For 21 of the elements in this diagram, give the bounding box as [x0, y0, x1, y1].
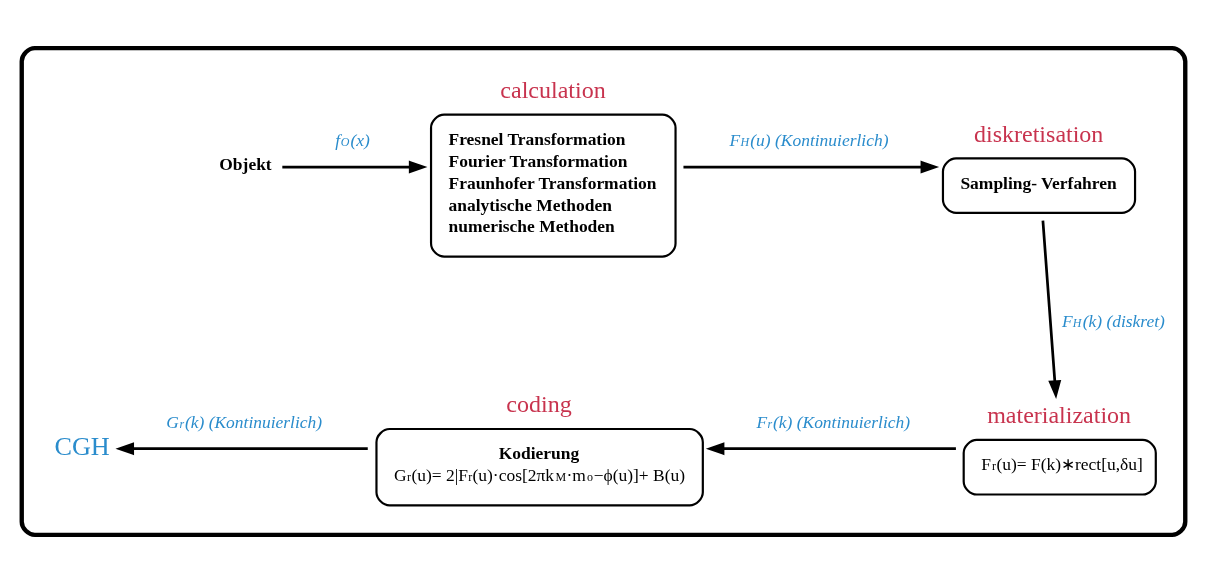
arrow [683, 160, 940, 174]
node-box: Sampling- Verfahren [941, 157, 1137, 214]
cluster [19, 45, 1188, 538]
node-text: Objekt [219, 154, 272, 175]
node-box: Fresnel Transformation Fourier Transformation Fraunhofer Transformation analytische Methoden numerische Methoden [429, 113, 677, 258]
arrow [705, 442, 956, 456]
edge-label: Fr(k) (Kontinuierlich) [756, 411, 911, 432]
node-box: Fr(u)= F(k)∗rect[u,δu] [962, 438, 1157, 496]
arrow [282, 160, 428, 174]
node-label: coding [506, 391, 572, 418]
node-text: CGH [54, 432, 110, 462]
arrow [115, 442, 368, 456]
edge-label: fO(x) [335, 130, 370, 151]
node-label: materialization [987, 402, 1132, 429]
edge-label: FH(k) (diskret) [1061, 311, 1165, 332]
node-box: Kodierung Gr(u)= 2|Fr(u)·cos[2πkM·mo−ϕ(u)]+ B(u) [375, 427, 704, 507]
node-label: diskretisation [974, 120, 1104, 147]
node-label: calculation [500, 76, 606, 103]
edge-label: FH(u) (Kontinuierlich) [729, 130, 889, 151]
arrow [1041, 220, 1062, 399]
edge-label: Gr(k) (Kontinuierlich) [166, 411, 323, 432]
